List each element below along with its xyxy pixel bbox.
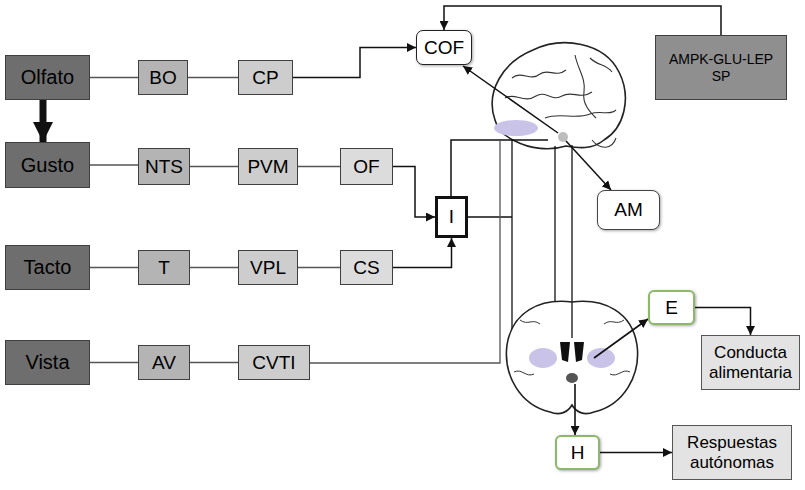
amygdala-box: AM: [597, 190, 660, 230]
basal-region: [587, 348, 615, 368]
hypothalamus-box: H: [555, 435, 600, 470]
coronal-outline: [506, 301, 637, 413]
node-label: CS: [353, 257, 379, 279]
lateral-brain: [492, 43, 625, 149]
coronal-brain: [506, 301, 637, 413]
connector: [393, 238, 452, 268]
node-label: Tacto: [24, 256, 72, 279]
connector: [190, 362, 238, 364]
leader-line: [571, 145, 572, 338]
gyrus: [514, 371, 534, 375]
hypothalamus-spot: [566, 373, 578, 383]
node-label: CP: [252, 67, 278, 89]
node-label: Olfato: [21, 66, 74, 89]
node-label: Conducta alimentaria: [706, 343, 795, 382]
relay-box: OF: [340, 148, 393, 185]
output-box: Respuestas autónomas: [672, 425, 792, 480]
relay-box: CVTI: [238, 345, 310, 380]
signal-box: AMPK-GLU-LEP SP: [655, 35, 787, 100]
leader-line: [310, 140, 500, 363]
brain-to-cof-arrow: [463, 66, 558, 133]
block-arrow: [40, 100, 47, 142]
orbitofrontal-region: [494, 120, 538, 136]
gyrus: [604, 320, 624, 324]
coronal-to-e-arrow: [594, 319, 648, 358]
brain-sulcus: [575, 55, 596, 118]
relay-box: CP: [238, 60, 293, 95]
connector: [90, 77, 138, 79]
node-label: E: [665, 297, 678, 319]
brain-outline: [492, 43, 625, 149]
connector: [190, 166, 238, 168]
connector: [90, 164, 138, 166]
gyrus: [610, 371, 630, 375]
node-label: CVTI: [252, 352, 295, 374]
basal-region: [529, 348, 557, 368]
ventricle: [560, 342, 570, 362]
cortex-box: COF: [416, 30, 472, 65]
brain-center-dot: [558, 132, 568, 142]
midline: [571, 302, 572, 338]
connector: [293, 48, 416, 78]
brain-gyrus: [505, 92, 592, 99]
relay-box: VPL: [238, 250, 298, 285]
node-label: AM: [614, 199, 643, 221]
node-label: AMPK-GLU-LEP SP: [660, 51, 782, 83]
node-label: Respuestas autónomas: [677, 433, 787, 472]
cerebellum: [592, 138, 616, 147]
node-label: OF: [353, 156, 379, 178]
node-label: PVM: [247, 156, 288, 178]
coronal-to-h-arrow: [574, 384, 576, 435]
brain-gyrus: [590, 58, 612, 72]
sense-box: Tacto: [5, 245, 90, 290]
node-label: H: [571, 442, 585, 464]
leader-line: [468, 216, 512, 218]
striatum-box: E: [648, 290, 695, 325]
sense-box: Gusto: [5, 142, 90, 188]
node-label: I: [449, 206, 454, 228]
node-label: T: [158, 257, 170, 279]
relay-box: NTS: [138, 148, 190, 185]
brain-to-am-arrow: [566, 141, 611, 190]
connector: [298, 166, 340, 168]
brain-sulcus: [545, 110, 616, 118]
relay-box: BO: [138, 60, 188, 95]
connector: [444, 6, 721, 35]
connector: [695, 308, 751, 336]
node-label: AV: [152, 352, 176, 374]
connector: [188, 77, 238, 79]
sense-box: Olfato: [5, 55, 90, 100]
node-label: Vista: [25, 351, 69, 374]
node-label: Gusto: [21, 154, 74, 177]
node-label: VPL: [250, 257, 286, 279]
relay-box: T: [138, 250, 190, 285]
connector: [190, 267, 238, 269]
insula-box: I: [435, 196, 468, 238]
ventricle: [574, 342, 584, 362]
node-label: NTS: [145, 156, 183, 178]
connector: [600, 452, 672, 454]
connector: [90, 267, 138, 269]
connector: [298, 267, 340, 269]
connector: [90, 362, 138, 364]
leader-line: [511, 140, 512, 346]
sense-box: Vista: [5, 340, 90, 385]
relay-box: PVM: [238, 148, 298, 185]
connector: [393, 167, 435, 218]
output-box: Conducta alimentaria: [701, 335, 800, 390]
brain-gyrus: [512, 70, 566, 78]
relay-box: CS: [340, 250, 393, 285]
node-label: COF: [424, 37, 464, 59]
gyrus: [520, 320, 540, 324]
relay-box: AV: [138, 345, 190, 380]
node-label: BO: [149, 67, 176, 89]
